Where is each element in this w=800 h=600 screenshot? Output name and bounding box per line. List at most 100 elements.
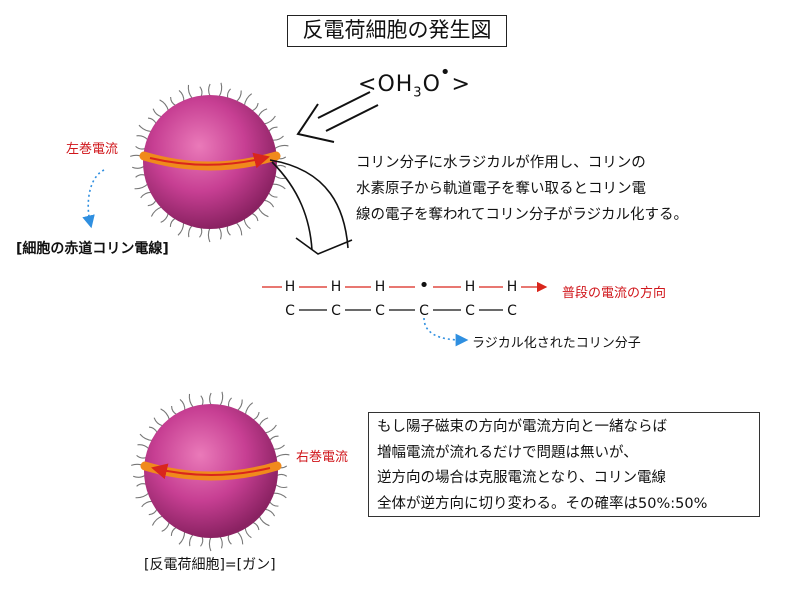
hydrogen-atom: H (465, 279, 476, 295)
cilium (243, 218, 251, 230)
cilium (150, 206, 162, 217)
cilium (152, 108, 162, 118)
cilium (243, 93, 253, 106)
cilium (160, 212, 169, 223)
cilium (179, 398, 186, 411)
cilium (138, 124, 152, 133)
cilium (135, 174, 146, 178)
carbon-atom: C (285, 303, 295, 319)
cilia (130, 82, 289, 243)
reaction-line: 線の電子を奪われてコリン分子がラジカル化する。 (356, 207, 689, 223)
cilium (276, 473, 288, 477)
equator-current-arrow (151, 463, 271, 480)
cilium (251, 212, 259, 222)
cilium (244, 402, 254, 415)
bottom-cell (131, 391, 290, 552)
carbon-atom: C (419, 303, 429, 319)
cilium (236, 531, 244, 545)
cilium (209, 392, 212, 406)
page-title: 反電荷細胞の発生図 (287, 15, 507, 47)
cilium (171, 405, 178, 415)
cilium (161, 521, 170, 532)
carbon-atom: C (331, 303, 341, 319)
cilium (269, 501, 279, 507)
cilium (218, 227, 222, 240)
cilium (218, 82, 223, 97)
cilium (269, 435, 279, 442)
cilium (169, 217, 176, 227)
cilium (135, 145, 146, 150)
cilium (258, 515, 270, 527)
carbon-atom: C (507, 303, 517, 319)
warning-line: 全体が逆方向に切り変わる。その確率は50%:50% (377, 495, 708, 512)
cilium (264, 508, 276, 517)
cilium (141, 500, 153, 508)
cilium (226, 88, 231, 99)
cilium (140, 191, 152, 199)
cilium (252, 411, 260, 421)
cilium (268, 192, 278, 198)
cilium (136, 135, 149, 141)
dotted-pointer-icon (423, 317, 469, 347)
cilium (199, 86, 203, 97)
cilium (252, 521, 260, 531)
cilium (153, 417, 163, 427)
carbon-atom: C (375, 303, 385, 319)
hydrogen-atom: H (285, 279, 296, 295)
cilium (272, 135, 284, 141)
cilium (188, 225, 193, 238)
cilium (178, 531, 186, 545)
water-radical-formula: <OH3O•> (358, 62, 471, 101)
hollow-arrow-icon (296, 91, 379, 143)
reaction-line: 水素原子から軌道電子を奪い取るとコリン電 (356, 181, 646, 197)
warning-line: 増幅電流が流れるだけで問題は無いが、 (377, 444, 638, 461)
current-direction-label: 普段の電流の方向 (562, 286, 667, 301)
top-cell (130, 82, 289, 243)
cilium (147, 199, 157, 207)
cilium (219, 536, 223, 549)
cilium (263, 115, 276, 125)
cilium (136, 454, 147, 459)
cilium (219, 391, 224, 406)
cilium (257, 206, 269, 218)
reaction-line: コリン分子に水ラジカルが作用し、コリンの (356, 155, 646, 171)
cilium (187, 84, 193, 99)
cilium (268, 126, 278, 133)
cilium (226, 225, 231, 236)
cilium (131, 165, 145, 169)
cilium (208, 536, 212, 552)
cilium (236, 90, 242, 102)
cilium (139, 433, 153, 442)
cancer-cell-caption: [反電荷細胞]=[ガン] (144, 557, 276, 573)
left-current-label: 左巻電流 (66, 142, 119, 157)
cilium (208, 83, 211, 97)
right-current-label: 右巻電流 (296, 450, 349, 465)
cilium (159, 99, 169, 111)
cilium (178, 89, 185, 102)
curved-arrow-icon (269, 159, 353, 255)
cilium (244, 527, 252, 539)
cilium (135, 492, 150, 499)
cilium (258, 417, 269, 427)
cilium (170, 96, 177, 106)
cilium (200, 536, 204, 547)
cilium (272, 183, 286, 190)
hydrogen-atom: H (375, 279, 386, 295)
cilium (151, 515, 163, 526)
cell-sphere (144, 404, 278, 538)
equator-current-arrow (149, 152, 270, 169)
radical-dot: • (419, 275, 430, 296)
cilium (237, 399, 243, 411)
radical-molecule-label: ラジカル化されたコリン分子 (472, 336, 641, 351)
cilium (275, 453, 290, 459)
hydrogen-atom: H (331, 279, 342, 295)
cilium (263, 199, 275, 208)
cilium (207, 227, 211, 243)
cilium (275, 484, 288, 489)
cilium (148, 508, 158, 516)
cilium (257, 108, 268, 118)
cilium (273, 444, 285, 450)
cilium (227, 397, 232, 408)
